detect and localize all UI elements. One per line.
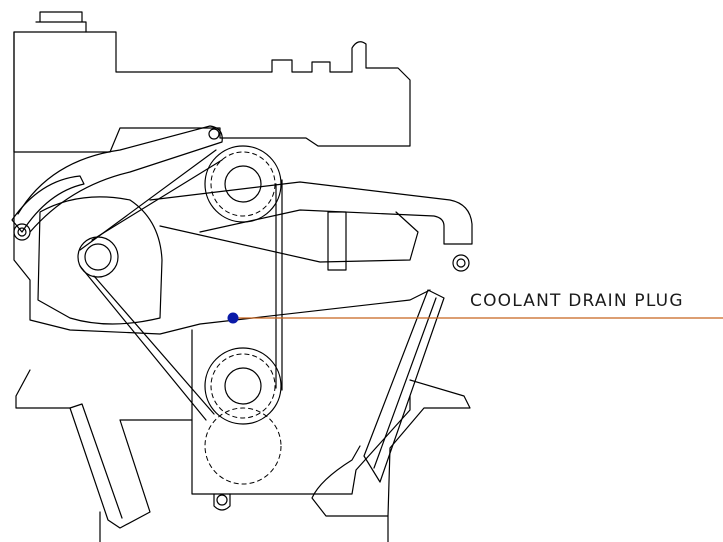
pipe-fitting (452, 254, 470, 272)
alternator-pulley-hub (84, 243, 112, 271)
alternator-body (37, 196, 163, 325)
upper-pulley-outline (210, 151, 276, 217)
lower-mount-left (15, 369, 193, 529)
arm-bolt-inner (17, 227, 27, 237)
drain-tab (213, 493, 231, 511)
drain-boss (216, 494, 228, 506)
coolant-drain-plug-marker (227, 312, 239, 324)
adjusting-slot (11, 175, 85, 233)
upper-pulley-hub (224, 165, 262, 203)
upper-pulley (204, 145, 282, 223)
crank-pulley (204, 347, 282, 425)
damper-outline (204, 407, 282, 485)
coolant-reservoir (13, 31, 411, 153)
pipe-clamp (327, 211, 347, 271)
mount-bracket-left (69, 403, 123, 519)
dipstick-tube (363, 289, 445, 483)
engine-block-left (13, 31, 431, 335)
oil-pan (191, 329, 411, 495)
drive-belt-outer (79, 149, 283, 421)
crank-pulley-hub (224, 367, 262, 405)
tensioner-arm (17, 125, 223, 233)
arm-pivot (208, 128, 220, 140)
coolant-pipe-upper (149, 181, 473, 245)
coolant-drain-plug-label: COOLANT DRAIN PLUG (470, 291, 684, 311)
crank-pulley-outline (210, 353, 276, 419)
coolant-pipe-lower (159, 211, 419, 263)
drive-belt-inner (91, 159, 277, 415)
lower-mount-right (311, 379, 471, 517)
reservoir-cap (35, 11, 87, 33)
dipstick-tube-inner (373, 297, 437, 469)
stand-legs (99, 511, 389, 542)
pipe-fitting-inner (456, 258, 466, 268)
